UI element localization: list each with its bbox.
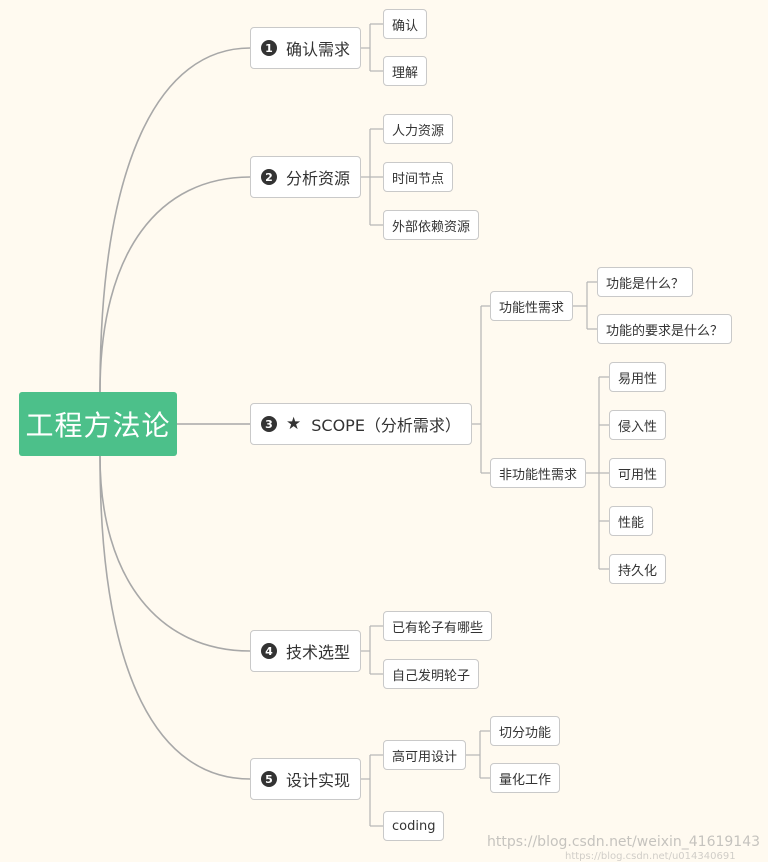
leaf-persistence[interactable]: 持久化 — [609, 554, 667, 584]
topic-analyze-resources[interactable]: 2 分析资源 — [250, 156, 362, 198]
subtopic-functional[interactable]: 功能性需求 — [490, 291, 574, 321]
topic-label: 设计实现 — [286, 771, 351, 790]
topic-label: SCOPE（分析需求） — [311, 416, 461, 435]
subtopic-confirm[interactable]: 确认 — [383, 9, 428, 39]
subtopic-high-availability[interactable]: 高可用设计 — [383, 740, 467, 770]
topic-label: 分析资源 — [286, 169, 351, 188]
watermark-secondary: https://blog.csdn.net/u014340691 — [565, 851, 736, 862]
subtopic-external-resources[interactable]: 外部依赖资源 — [383, 210, 480, 240]
number-2-icon: 2 — [261, 169, 277, 185]
number-3-icon: 3 — [261, 416, 277, 432]
subtopic-understand[interactable]: 理解 — [383, 56, 428, 86]
subtopic-human-resources[interactable]: 人力资源 — [383, 114, 454, 144]
star-icon: ★ — [286, 414, 302, 434]
number-5-icon: 5 — [261, 771, 277, 787]
leaf-split-function[interactable]: 切分功能 — [490, 716, 561, 746]
leaf-what-function[interactable]: 功能是什么？ — [597, 267, 694, 297]
subtopic-existing-wheels[interactable]: 已有轮子有哪些 — [383, 611, 493, 641]
topic-tech-selection[interactable]: 4 技术选型 — [250, 630, 362, 672]
number-1-icon: 1 — [261, 40, 277, 56]
root-topic[interactable]: 工程方法论 — [19, 392, 177, 456]
topic-label: 技术选型 — [286, 643, 351, 662]
watermark: https://blog.csdn.net/weixin_41619143 — [487, 834, 761, 850]
leaf-quantify-work[interactable]: 量化工作 — [490, 763, 561, 793]
topic-confirm-requirements[interactable]: 1 确认需求 — [250, 27, 362, 69]
subtopic-coding[interactable]: coding — [383, 811, 445, 841]
number-4-icon: 4 — [261, 643, 277, 659]
leaf-usability[interactable]: 易用性 — [609, 362, 667, 392]
leaf-availability[interactable]: 可用性 — [609, 458, 667, 488]
subtopic-invent-wheels[interactable]: 自己发明轮子 — [383, 659, 480, 689]
leaf-performance[interactable]: 性能 — [609, 506, 654, 536]
leaf-function-requirements[interactable]: 功能的要求是什么？ — [597, 314, 733, 344]
topic-scope[interactable]: 3 ★ SCOPE（分析需求） — [250, 403, 472, 445]
topic-label: 确认需求 — [286, 40, 351, 59]
topic-design-implementation[interactable]: 5 设计实现 — [250, 758, 362, 800]
subtopic-non-functional[interactable]: 非功能性需求 — [490, 458, 587, 488]
leaf-intrusiveness[interactable]: 侵入性 — [609, 410, 667, 440]
subtopic-time-nodes[interactable]: 时间节点 — [383, 162, 454, 192]
